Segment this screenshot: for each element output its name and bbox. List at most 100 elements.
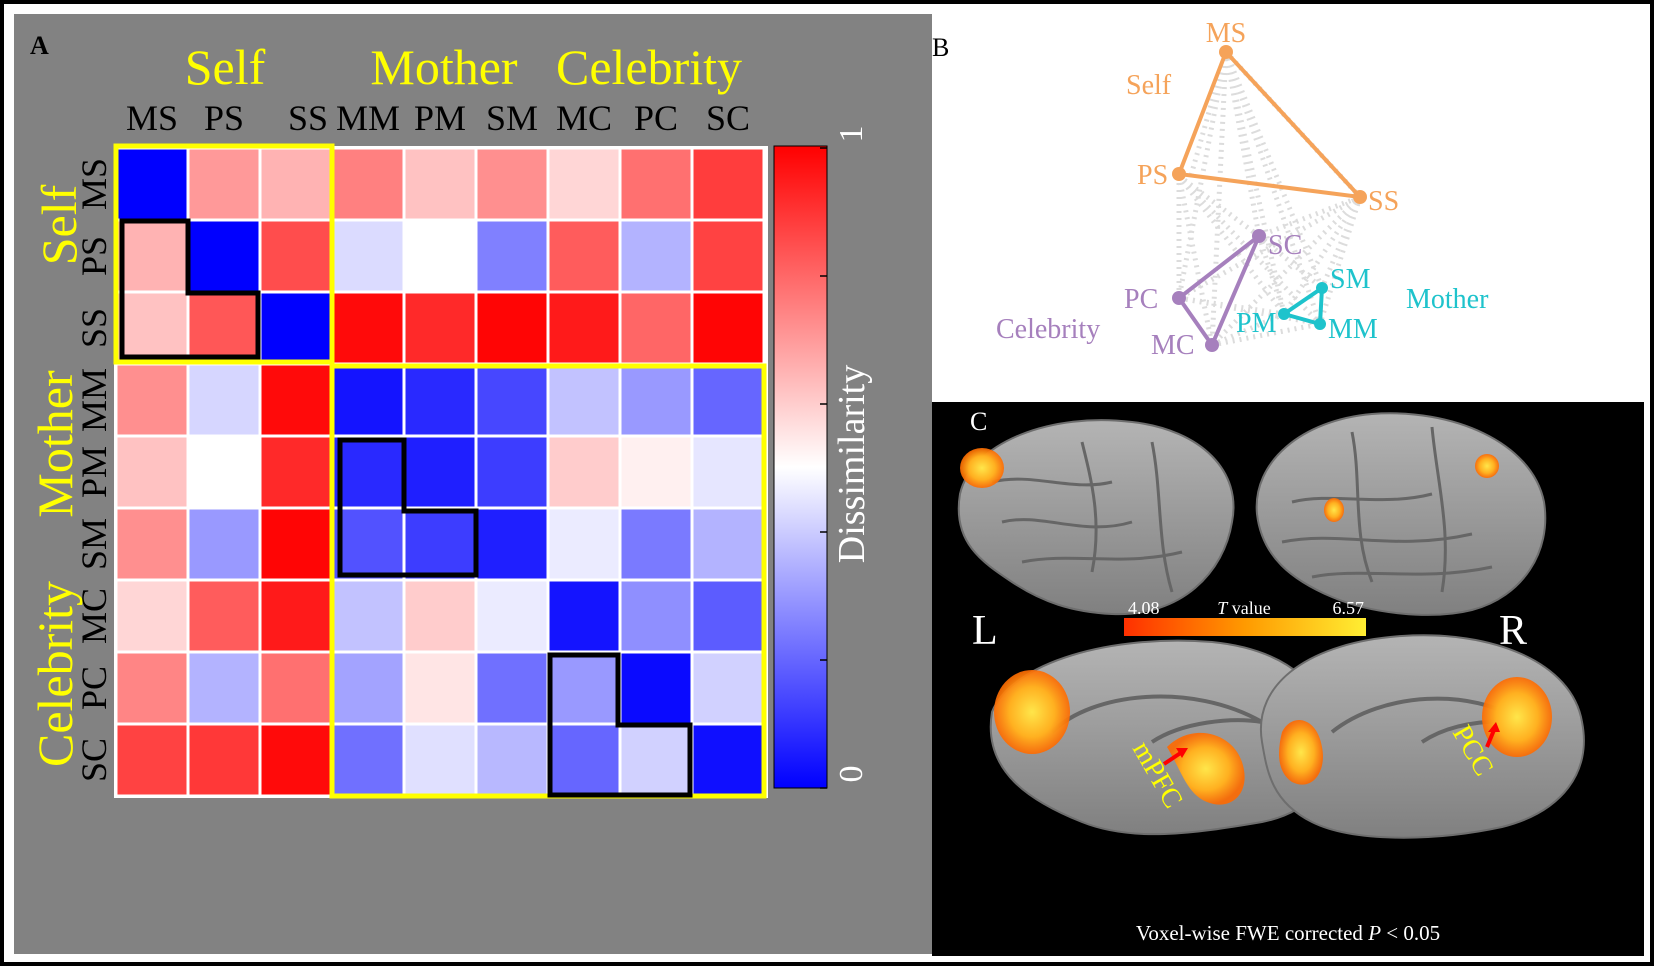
point-sc [1252,229,1266,243]
heatmap-cell-pc-ps [189,653,259,723]
celebrity-within-outline [547,652,693,798]
heatmap-cell-ms-sc [693,149,763,219]
point-sm [1316,282,1328,294]
activation-right-pcc [1482,677,1552,757]
heatmap-cell-pc-sc [693,653,763,723]
svg-text:1: 1 [833,126,870,143]
column-label-sm: SM [486,98,538,138]
svg-text:Self: Self [31,184,87,265]
heatmap-cell-ms-mc [549,149,619,219]
heatmap-cell-sc-mm [333,725,403,795]
heatmap-cell-pm-ss [261,437,331,507]
row-group-mother: Mother [27,370,83,518]
heatmap-cell-mc-mm [333,581,403,651]
heatmap-cell-mm-ss [261,365,331,435]
panel-a-letter: A [30,31,49,60]
column-label-ps: PS [204,98,244,138]
row-label-ss: SS [74,308,114,348]
heatmap-cell-ms-mm [333,149,403,219]
heatmap-cell-mm-pc [621,365,691,435]
brain-right-medial [1259,634,1585,839]
heatmap-cell-mm-ms [117,365,187,435]
heatmap-cell-ms-ms [117,149,187,219]
group-header-self: Self [185,39,266,95]
column-label-pm: PM [414,98,466,138]
heatmap-cell-pm-mm [333,437,403,507]
heatmap-cell-pc-sm [477,653,547,723]
heatmap-cell-sm-ms [117,509,187,579]
colorbar-ticks [820,147,827,789]
svg-text:0: 0 [833,766,870,783]
svg-text:PM: PM [74,446,114,498]
mother-within-outline [337,437,479,578]
heatmap-cell-ss-mm [333,293,403,363]
group-label-mother: Mother [1406,284,1489,315]
heatmap-cell-pc-pm [405,653,475,723]
heatmap-cell-pm-sc [693,437,763,507]
heatmap-cell-pc-mc [549,653,619,723]
label-mm: MM [1328,314,1378,345]
row-label-sm: SM [74,518,114,570]
label-sc: SC [1268,230,1302,261]
heatmap-cell-sc-ss [261,725,331,795]
heatmap-cell-pc-ss [261,653,331,723]
panel-b-letter: B [932,33,949,62]
heatmap-cell-sm-ps [189,509,259,579]
pcc-arrowhead [1488,722,1500,732]
brain-left-medial [989,639,1334,836]
panel-b: B MS PS SS Self [932,14,1648,402]
row-label-pm: PM [74,446,114,498]
heatmap-cell-mc-pm [405,581,475,651]
heatmap-cell-pc-ms [117,653,187,723]
heatmap-cells [117,149,763,795]
label-pc: PC [1124,284,1158,315]
heatmap-cell-sc-ms [117,725,187,795]
activation-right-mpfc [1279,720,1323,785]
panel-c-svg: C [957,407,1585,945]
heatmap-cell-ms-ps [189,149,259,219]
svg-text:PS: PS [74,236,114,276]
label-ms: MS [1206,18,1246,49]
group-label-self: Self [1126,70,1172,101]
label-ps: PS [1137,160,1168,191]
heatmap-cell-ss-mc [549,293,619,363]
activation-right-lateral [1475,454,1499,478]
column-label-mc: MC [556,98,612,138]
heatmap-cell-pm-pm [405,437,475,507]
point-pc [1172,291,1186,305]
svg-text:SM: SM [74,518,114,570]
heatmap-cell-pm-mc [549,437,619,507]
svg-text:Mother: Mother [27,370,83,518]
heatmap-cell-mm-pm [405,365,475,435]
panel-b-svg: B MS PS SS Self [932,18,1489,361]
brain-left-lateral [957,419,1235,616]
group-label-celebrity: Celebrity [996,314,1100,345]
heatmap-cell-mm-ps [189,365,259,435]
heatmap-cell-mc-ss [261,581,331,651]
heatmap-cell-pm-ms [117,437,187,507]
point-mc [1205,338,1219,352]
svg-text:PC: PC [74,666,114,710]
svg-text:Dissimilarity: Dissimilarity [831,365,873,563]
label-pm: PM [1236,308,1277,339]
heatmap-cell-sc-pc [621,725,691,795]
label-ss: SS [1368,186,1399,217]
heatmap-cell-ms-sm [477,149,547,219]
brain-right-lateral [1255,412,1547,616]
mpfc-arrowhead [1176,748,1188,758]
hemisphere-left-label: L [972,608,998,654]
column-label-sc: SC [706,98,750,138]
activation-right-lateral-2 [1324,498,1344,522]
point-ms [1219,45,1233,59]
svg-text:MM: MM [74,368,114,432]
column-label-ss: SS [288,98,328,138]
point-mm [1314,318,1326,330]
group-header-mother: Mother [370,39,518,95]
colorbar-max-label: 1 [833,126,870,143]
heatmap-cell-mm-sm [477,365,547,435]
svg-text:Celebrity: Celebrity [27,581,83,767]
panel-c: C [932,402,1644,956]
